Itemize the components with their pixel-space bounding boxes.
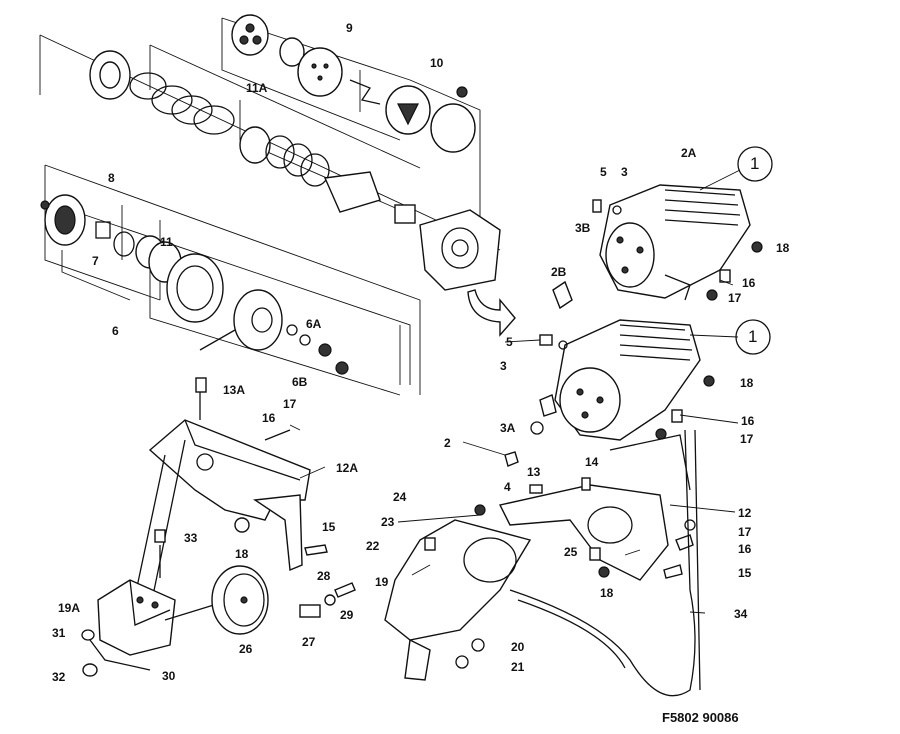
callout-14: 14: [585, 455, 599, 469]
callout-18-bracket: 18: [600, 586, 614, 600]
callout-24: 24: [393, 490, 407, 504]
callout-34: 34: [734, 607, 748, 621]
clutch-plate-lower: [40, 194, 349, 375]
compressor-housing-upper: [419, 209, 501, 291]
leader-lines: [289, 169, 741, 614]
drive-belt-34: [509, 429, 701, 697]
clutch-plate-upper: [89, 50, 235, 135]
callout-25: 25: [564, 545, 578, 559]
callout-3A: 3A: [500, 421, 516, 435]
callout-3-upper: 3: [621, 165, 628, 179]
callout-18-upper: 18: [776, 241, 790, 255]
callout-26: 26: [239, 642, 253, 656]
seal-set: [239, 126, 416, 224]
callout-7: 7: [92, 254, 99, 268]
mount-19A: [81, 529, 231, 677]
compressor-lower: [504, 319, 715, 467]
callout-6: 6: [112, 324, 119, 338]
callout-3B: 3B: [575, 221, 591, 235]
callout-18-left: 18: [235, 547, 249, 561]
callout-19A: 19A: [58, 601, 81, 615]
callout-20: 20: [511, 640, 525, 654]
bracket-12: [474, 434, 696, 581]
callout-3-lower: 3: [500, 359, 507, 373]
callout-18-lower: 18: [740, 376, 754, 390]
callout-28: 28: [317, 569, 331, 583]
callout-15-left: 15: [322, 520, 336, 534]
callout-2A: 2A: [681, 146, 697, 160]
callout-22: 22: [366, 539, 380, 553]
callout-circle-1-lower: [735, 319, 771, 355]
callout-17-left: 17: [283, 397, 297, 411]
callout-17-upper: 17: [728, 291, 742, 305]
callout-23: 23: [381, 515, 395, 529]
callout-19: 19: [375, 575, 389, 589]
pulley-26: [211, 565, 269, 635]
callout-16-left: 16: [262, 411, 276, 425]
callout-32: 32: [52, 670, 66, 684]
callout-1-upper: 1: [750, 154, 760, 173]
tensioner-27: [299, 582, 356, 618]
callout-9: 9: [346, 21, 353, 35]
callout-17-bracket: 17: [738, 525, 752, 539]
callout-31: 31: [52, 626, 66, 640]
callout-11A: 11A: [246, 81, 268, 95]
figure-code: F5802 90086: [662, 710, 739, 725]
upper-exploded-frame: [39, 17, 501, 396]
callout-circle-1-upper: [737, 146, 773, 182]
callout-33: 33: [184, 531, 198, 545]
callout-8: 8: [108, 171, 115, 185]
callout-17-lower: 17: [740, 432, 754, 446]
callout-4: 4: [504, 480, 511, 494]
callout-16-lower: 16: [741, 414, 755, 428]
bracket-19: [384, 519, 610, 681]
callout-12: 12: [738, 506, 752, 520]
callout-10: 10: [430, 56, 444, 70]
callout-2: 2: [444, 436, 451, 450]
callout-2B: 2B: [551, 265, 567, 279]
callout-13: 13: [527, 465, 541, 479]
callout-5-lower: 5: [506, 335, 513, 349]
valve-plate-set: [231, 14, 476, 153]
compressor-upper: [552, 184, 763, 310]
callout-16-bracket: 16: [738, 542, 752, 556]
direction-arrow: [467, 289, 516, 337]
bracket-12A: [129, 377, 328, 621]
callout-29: 29: [340, 608, 354, 622]
callout-12A: 12A: [336, 461, 359, 475]
callout-5-upper: 5: [600, 165, 607, 179]
callout-6A: 6A: [306, 317, 322, 331]
callout-6B: 6B: [292, 375, 308, 389]
callout-13A: 13A: [223, 383, 246, 397]
callout-27: 27: [302, 635, 316, 649]
callout-16-upper: 16: [742, 276, 756, 290]
callout-21: 21: [511, 660, 525, 674]
callout-1-lower: 1: [748, 327, 758, 346]
callout-15-right: 15: [738, 566, 752, 580]
callout-30: 30: [162, 669, 176, 683]
callout-11: 11: [160, 235, 173, 249]
